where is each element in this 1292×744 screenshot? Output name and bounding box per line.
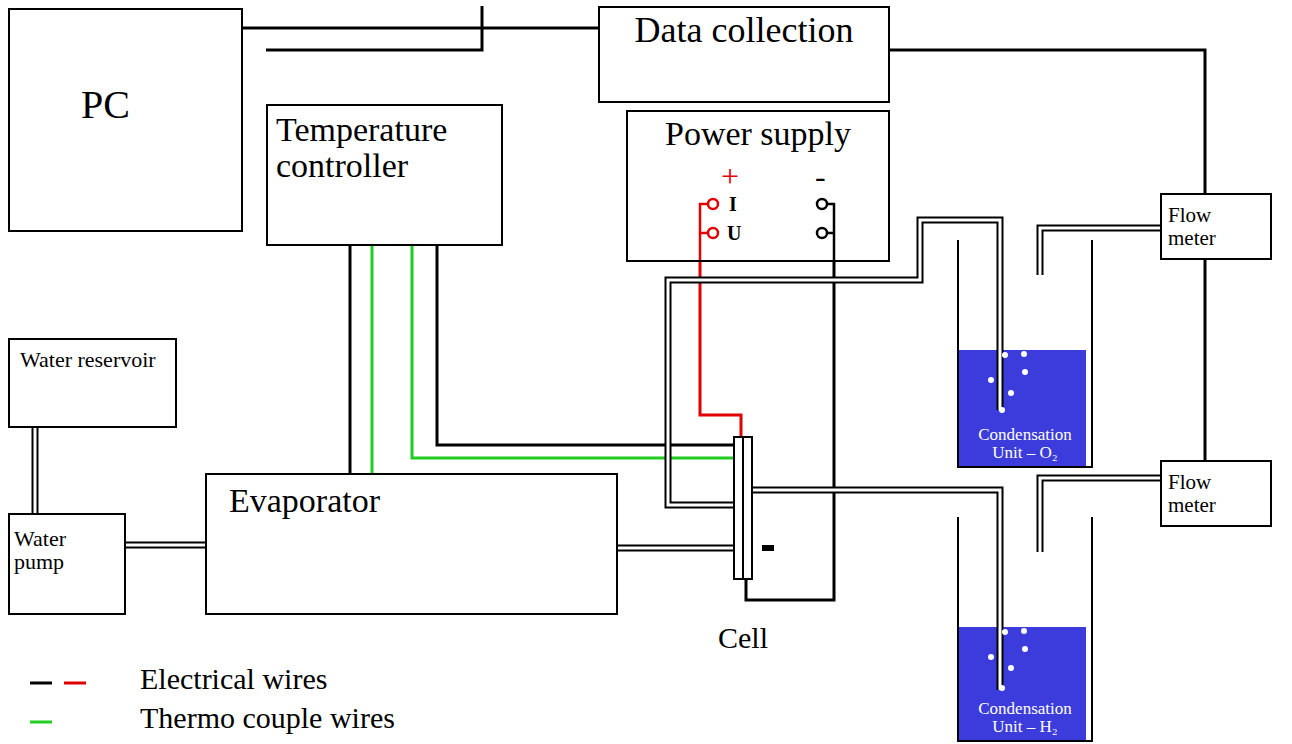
component-box: Water pump (8, 513, 126, 615)
component-label: Water reservoir (20, 348, 156, 371)
thermocouple-wire (372, 246, 373, 473)
component-box: Temperature controller (266, 104, 503, 246)
terminal-label: I (729, 194, 737, 214)
electrical-wire (746, 262, 834, 600)
legend-text: Thermo couple wires (140, 703, 395, 733)
gas-pipe (126, 545, 205, 546)
component-box: Power supply (626, 110, 890, 262)
electrical-wire (1205, 260, 1206, 460)
gas-pipe (1040, 478, 1160, 517)
legend-line-sample (30, 682, 52, 685)
electrical-wire (437, 246, 733, 445)
electrical-wire (890, 50, 1205, 193)
component-label: Temperature controller (276, 112, 493, 183)
electrical-wire (266, 6, 482, 50)
condensation-unit: Condensation Unit – O₂ (957, 240, 1093, 468)
component-box: PC (8, 8, 243, 232)
terminal-label: U (727, 223, 741, 243)
component-box: Flow meter (1160, 193, 1272, 260)
component-label: Condensation Unit – H₂ (962, 700, 1088, 736)
legend-text: Electrical wires (140, 664, 327, 694)
gas-pipe (618, 548, 733, 549)
gas-pipe (1040, 228, 1160, 240)
component-label: Evaporator (229, 483, 380, 519)
component-label: Cell (718, 622, 768, 654)
inlet-tube (1000, 240, 1001, 690)
component-box: Water reservoir (8, 338, 177, 428)
component-label: Data collection (635, 12, 854, 50)
component-label: Condensation Unit – O₂ (962, 426, 1088, 462)
component-box: Data collection (598, 6, 890, 103)
component-label: Flow meter (1168, 471, 1264, 515)
electrical-wire (700, 262, 741, 436)
gas-pipe (668, 220, 1000, 505)
gas-bubbles (988, 351, 1028, 691)
component-label: PC (81, 84, 130, 126)
cell-membrane (742, 438, 744, 578)
electrical-wire (350, 246, 351, 473)
gas-pipe (35, 428, 36, 513)
component-box: Evaporator (205, 473, 618, 615)
polarity-sign: + (721, 160, 739, 192)
component-label: Power supply (665, 116, 851, 152)
polarity-sign: - (815, 160, 826, 192)
terminal (708, 199, 827, 238)
legend-line-sample (30, 721, 52, 724)
component-label: Flow meter (1168, 204, 1264, 248)
gas-pipe (753, 490, 1000, 517)
cell: Cell (733, 436, 753, 580)
electrical-wire (243, 28, 598, 29)
terminal-wires (700, 204, 834, 262)
condensation-unit: Condensation Unit – H₂ (957, 517, 1093, 742)
legend-line-sample (64, 682, 86, 685)
cell-tab (762, 545, 774, 551)
component-label: Water pump (14, 527, 120, 573)
component-box: Flow meter (1160, 460, 1272, 527)
